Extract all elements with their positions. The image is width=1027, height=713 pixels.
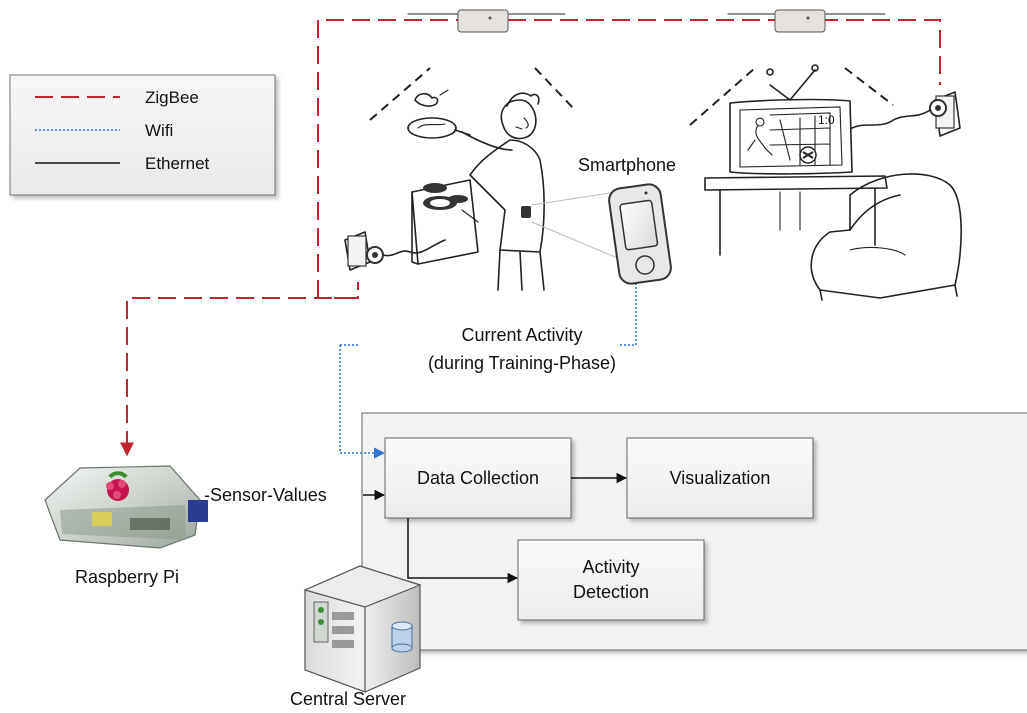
power-plug-icon bbox=[851, 91, 961, 137]
sensor-values-label: -Sensor-Values bbox=[204, 485, 327, 505]
armchair-icon bbox=[810, 173, 962, 301]
power-plug-icon bbox=[344, 231, 446, 271]
ceiling-sensor-icon bbox=[457, 9, 509, 33]
data-collection-box: Data Collection bbox=[384, 437, 572, 519]
phone-link-line-2 bbox=[531, 221, 623, 261]
visualization-box: Visualization bbox=[626, 437, 814, 519]
raspberry-pi-icon bbox=[44, 465, 208, 549]
person-cooking-icon bbox=[407, 89, 545, 291]
arrow-to-activity-detection bbox=[407, 518, 519, 584]
sensor-cone-left-2 bbox=[534, 67, 576, 111]
smartphone-label: Smartphone bbox=[578, 155, 676, 175]
raspberry-logo bbox=[106, 471, 129, 501]
television-icon: 1:0 bbox=[704, 64, 888, 256]
sensor-cone-right-1 bbox=[689, 67, 756, 126]
activity-detection-box: Activity Detection bbox=[517, 539, 705, 621]
sensor-cone-right-2 bbox=[844, 67, 894, 106]
current-activity-label-line1: Current Activity bbox=[461, 325, 582, 345]
activity-detection-label-line1: Activity bbox=[582, 557, 639, 577]
living-room-scene: 1:0 bbox=[704, 64, 962, 301]
legend-zigbee-label: ZigBee bbox=[145, 88, 199, 107]
activity-detection-label-line2: Detection bbox=[573, 582, 649, 602]
tv-score: 1:0 bbox=[818, 113, 835, 127]
legend-box bbox=[9, 74, 276, 196]
central-server-label: Central Server bbox=[290, 689, 406, 709]
wifi-to-data-collection-arrow bbox=[339, 345, 386, 459]
raspberry-pi-device: Raspberry Pi bbox=[44, 465, 208, 587]
database-icon bbox=[391, 621, 413, 653]
visualization-label: Visualization bbox=[670, 468, 771, 488]
sd-card bbox=[188, 500, 208, 522]
zigbee-network-line bbox=[317, 19, 941, 298]
ceiling-sensor-right bbox=[689, 9, 894, 126]
fried-egg-icon bbox=[414, 92, 439, 107]
server-icon bbox=[303, 565, 422, 693]
raspberry-pi-label: Raspberry Pi bbox=[75, 567, 179, 587]
legend-wifi-label: Wifi bbox=[145, 121, 173, 140]
current-activity-label-line2: (during Training-Phase) bbox=[428, 353, 616, 373]
data-collection-label: Data Collection bbox=[417, 468, 539, 488]
zigbee-to-raspberry-arrow bbox=[120, 297, 358, 457]
ceiling-sensor-left bbox=[369, 9, 576, 121]
smartphone-icon bbox=[608, 183, 672, 285]
phone-in-pocket-icon bbox=[521, 206, 531, 218]
ceiling-sensor-icon bbox=[774, 9, 826, 33]
kitchen-scene bbox=[344, 89, 545, 291]
legend: ZigBee Wifi Ethernet bbox=[9, 74, 276, 196]
stove-icon bbox=[411, 179, 479, 265]
smartphone: Smartphone bbox=[531, 155, 676, 285]
wifi-line-right bbox=[620, 283, 637, 346]
sensor-cone-left-1 bbox=[369, 67, 431, 121]
zigbee-plug-link bbox=[318, 282, 359, 299]
legend-ethernet-label: Ethernet bbox=[145, 154, 210, 173]
phone-link-line-1 bbox=[531, 191, 617, 206]
